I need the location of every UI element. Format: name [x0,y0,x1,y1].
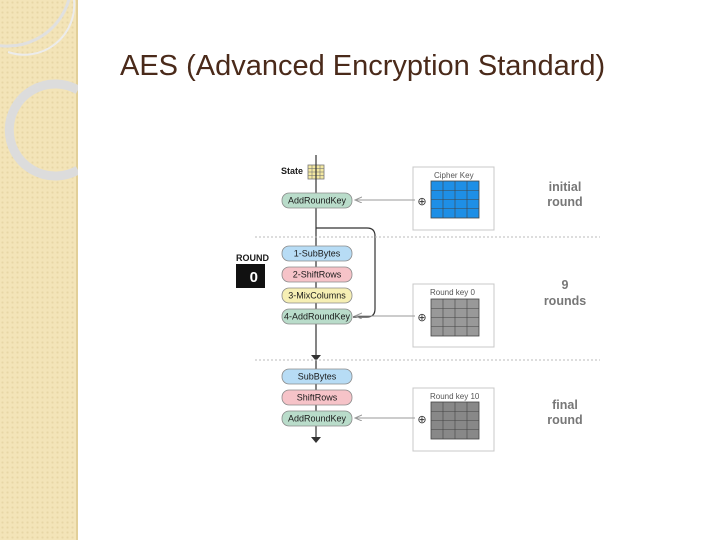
flow-arrow-mid [311,355,321,361]
cipher-key-grid [430,180,480,219]
final-step-subbytes: SubBytes [281,368,353,385]
round-key-0-title: Round key 0 [430,288,475,297]
initial-addroundkey-label: AddRoundKey [288,196,347,206]
round-key-10-title: Round key 10 [430,392,480,401]
round-badge [236,264,265,288]
final-step-shiftrows: ShiftRows [281,389,353,406]
state-label: State [281,166,303,176]
round-step-subbytes: 1-SubBytes [281,245,353,262]
round-step-addroundkey: 4-AddRoundKey [281,308,353,325]
final-round-label-line1: final [552,398,578,412]
round-label: ROUND [236,253,269,263]
cipher-key-box: Cipher Key ⊕ [412,166,495,231]
final-step-subbytes-label: SubBytes [298,372,337,382]
round-key-0-box: Round key 0 ⊕ [412,283,495,348]
cipher-key-title: Cipher Key [434,171,474,180]
final-step-addroundkey-label: AddRoundKey [288,414,347,424]
initial-round-label-line1: initial [549,180,582,194]
decorative-rings [0,0,78,181]
round-step-subbytes-label: 1-SubBytes [294,249,341,259]
xor-icon: ⊕ [417,413,426,426]
final-step-addroundkey: AddRoundKey [281,410,353,427]
round-step-mixcolumns: 3-MixColumns [281,287,353,304]
xor-icon: ⊕ [417,311,426,324]
round-step-shiftrows: 2-ShiftRows [281,266,353,283]
slide-title: AES (Advanced Encryption Standard) [120,50,606,82]
round-key-0-grid [430,298,480,337]
round-number: 0 [250,269,258,286]
aes-diagram: State ROUND 0 AddRoundKey 1-SubBytes 2-S… [236,155,600,452]
initial-addroundkey-step: AddRoundKey [281,192,353,209]
round-step-addroundkey-label: 4-AddRoundKey [284,312,351,322]
flow-arrow-end [311,437,321,443]
round-loop-line [316,227,376,318]
initial-round-label-line2: round [547,195,582,209]
xor-icon: ⊕ [417,195,426,208]
final-round-label-line2: round [547,413,582,427]
round-step-mixcolumns-label: 3-MixColumns [288,291,346,301]
nine-rounds-label-line1: 9 [562,278,569,292]
final-step-shiftrows-label: ShiftRows [297,393,338,403]
round-step-shiftrows-label: 2-ShiftRows [293,270,342,280]
round-key-10-grid [430,401,480,440]
nine-rounds-label-line2: rounds [544,294,586,308]
round-key-10-box: Round key 10 ⊕ [412,387,495,452]
decorative-sidebar [0,0,78,540]
